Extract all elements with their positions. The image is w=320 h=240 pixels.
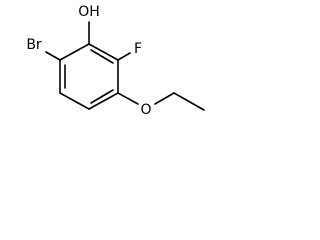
atom-labels: OH F Br O [26, 4, 151, 118]
bond-ch2-ch3 [173, 92, 205, 111]
bond-c2-f [117, 52, 131, 61]
chemical-structure-diagram: OH F Br O [26, 4, 205, 118]
bond-double-c1-c2 [90, 49, 114, 64]
bromine-label: Br [26, 37, 42, 53]
bond-c6-br [45, 51, 61, 61]
ether-oxygen-label: O [140, 102, 151, 118]
bond-o-ch2 [154, 92, 175, 105]
bond-double-c3-c4 [90, 89, 114, 104]
bond-c3-o [117, 92, 139, 105]
bond-c3-c4 [88, 92, 119, 110]
bond-c4-c5 [59, 92, 90, 110]
fluorine-label: F [134, 41, 142, 57]
bond-lines [45, 21, 205, 111]
bond-c1-c2 [88, 43, 119, 61]
bond-c6-c1 [59, 43, 90, 61]
hydroxyl-label: OH [78, 4, 100, 20]
